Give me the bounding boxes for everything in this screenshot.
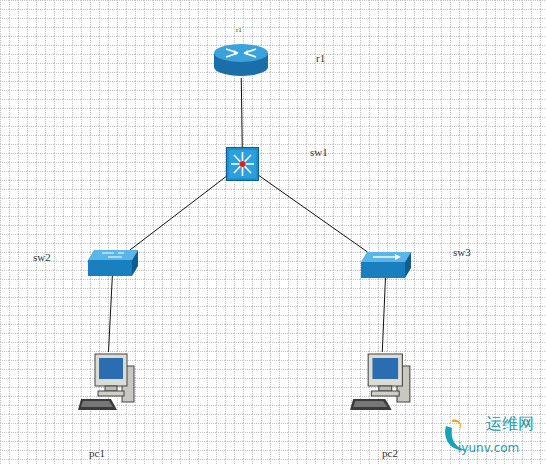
- device-label: pc1: [89, 448, 105, 459]
- device-label: sw1: [310, 147, 328, 158]
- device-label: sw2: [33, 252, 51, 263]
- watermark-text: iyunv.com: [458, 442, 519, 454]
- network-link: [109, 276, 113, 352]
- device-label: pc2: [382, 448, 398, 459]
- switch-icon-graphic: [361, 252, 411, 278]
- network-link: [130, 177, 226, 250]
- router-icon-graphic: [213, 43, 269, 78]
- layer3-switch-icon-graphic: [226, 147, 259, 181]
- pc-icon: pc1: [78, 352, 136, 412]
- switch-icon-graphic: [88, 250, 138, 276]
- network-link: [241, 78, 242, 147]
- router-icon: r1r1: [213, 43, 269, 78]
- switch-icon: sw3: [361, 252, 411, 278]
- pc-icon-graphic: [350, 352, 412, 412]
- network-link: [382, 278, 385, 352]
- watermark-text: 运维网: [486, 416, 534, 432]
- pc-icon-graphic: [78, 352, 136, 412]
- device-label: r1: [236, 27, 242, 34]
- pc-icon: pc2: [350, 352, 412, 412]
- device-label: r1: [316, 53, 325, 64]
- layer3-switch-icon: sw1: [226, 147, 259, 181]
- device-label: sw3: [453, 247, 471, 258]
- network-link: [259, 176, 368, 252]
- switch-icon: sw2: [88, 250, 138, 276]
